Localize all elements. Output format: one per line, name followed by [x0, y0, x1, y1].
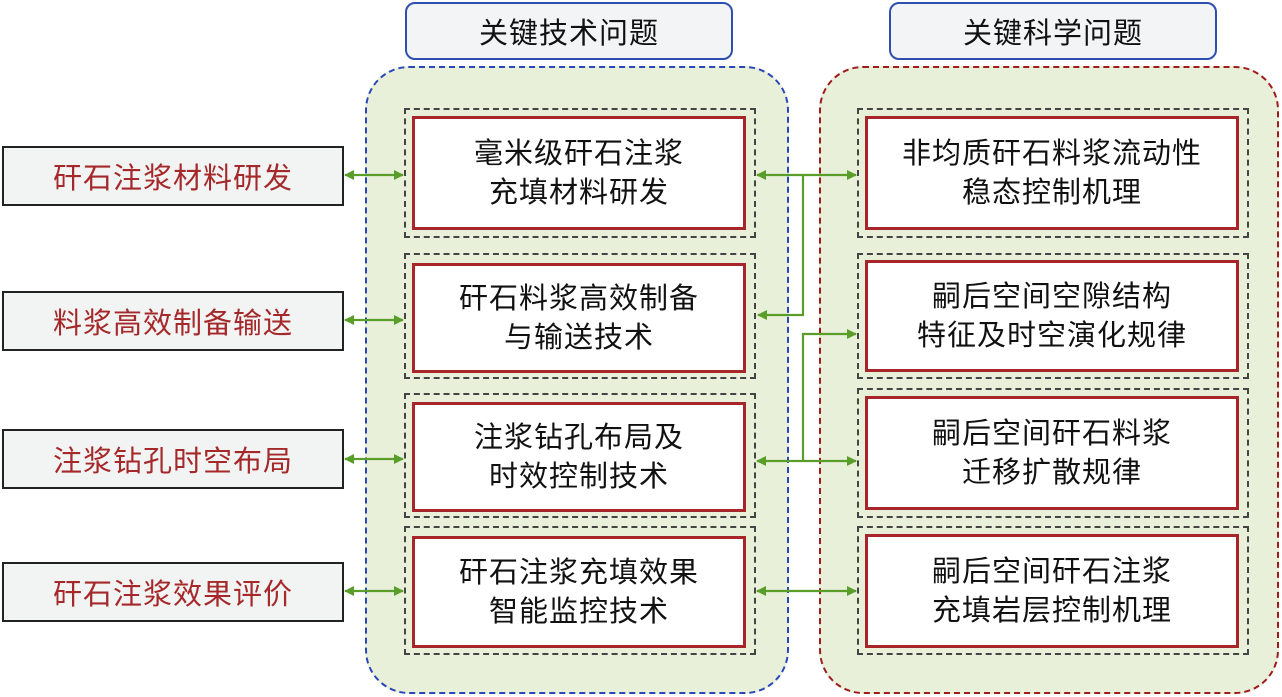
- sci-item-4-line2: 充填岩层控制机理: [931, 593, 1172, 627]
- tech-item-frame-3: [404, 393, 756, 518]
- sci-item-3: 嗣后空间矸石料浆迁移扩散规律: [865, 396, 1239, 510]
- tech-item-1-line1: 毫米级矸石注浆: [473, 136, 684, 171]
- tech-item-4: 矸石注浆充填效果智能监控技术: [412, 536, 746, 648]
- tech-item-4-line2: 智能监控技术: [488, 594, 669, 628]
- technical-issues-header: 关键技术问题: [405, 2, 733, 60]
- scientific-issues-header: 关键科学问题: [889, 2, 1217, 60]
- sci-item-2-line1: 嗣后空间空隙结构: [931, 279, 1172, 314]
- sci-item-3-line1: 嗣后空间矸石料浆: [931, 416, 1172, 451]
- sci-item-frame-4: [857, 526, 1249, 655]
- arrow-branch-tech3-sci2: [801, 329, 857, 461]
- sci-item-frame-3: [857, 388, 1249, 518]
- input-box-material-rd: 矸石注浆材料研发: [2, 146, 344, 206]
- tech-item-2: 矸石料浆高效制备与输送技术: [412, 263, 746, 373]
- sci-item-1-line1: 非均质矸石料浆流动性: [901, 136, 1202, 171]
- input-box-drilling-layout: 注浆钻孔时空布局: [2, 429, 344, 489]
- sci-item-frame-1: [857, 108, 1249, 238]
- tech-item-2-line2: 与输送技术: [503, 320, 654, 354]
- tech-item-frame-4: [404, 526, 756, 655]
- tech-item-frame-1: [404, 108, 756, 238]
- sci-item-2-line2: 特征及时空演化规律: [916, 318, 1187, 352]
- sci-item-1: 非均质矸石料浆流动性稳态控制机理: [865, 116, 1239, 230]
- arrow-branch-sci1-tech2: [757, 175, 805, 320]
- input-box-slurry-preparation: 料浆高效制备输送: [2, 291, 344, 351]
- sci-item-4: 嗣后空间矸石注浆充填岩层控制机理: [865, 534, 1239, 648]
- sci-item-4-line1: 嗣后空间矸石注浆: [931, 554, 1172, 589]
- tech-item-1-line2: 充填材料研发: [488, 175, 669, 209]
- sci-item-2: 嗣后空间空隙结构特征及时空演化规律: [865, 260, 1239, 372]
- tech-item-3: 注浆钻孔布局及时效控制技术: [412, 402, 746, 512]
- tech-item-2-line1: 矸石料浆高效制备: [458, 281, 699, 316]
- tech-item-3-line1: 注浆钻孔布局及: [473, 420, 684, 455]
- sci-item-frame-2: [857, 253, 1249, 379]
- tech-item-3-line2: 时效控制技术: [488, 459, 669, 493]
- input-box-effect-evaluation: 矸石注浆效果评价: [2, 562, 344, 622]
- tech-item-frame-2: [404, 253, 756, 379]
- sci-item-3-line2: 迁移扩散规律: [961, 455, 1142, 489]
- tech-item-1: 毫米级矸石注浆充填材料研发: [412, 116, 746, 230]
- sci-item-1-line2: 稳态控制机理: [961, 175, 1142, 209]
- tech-item-4-line1: 矸石注浆充填效果: [458, 555, 699, 590]
